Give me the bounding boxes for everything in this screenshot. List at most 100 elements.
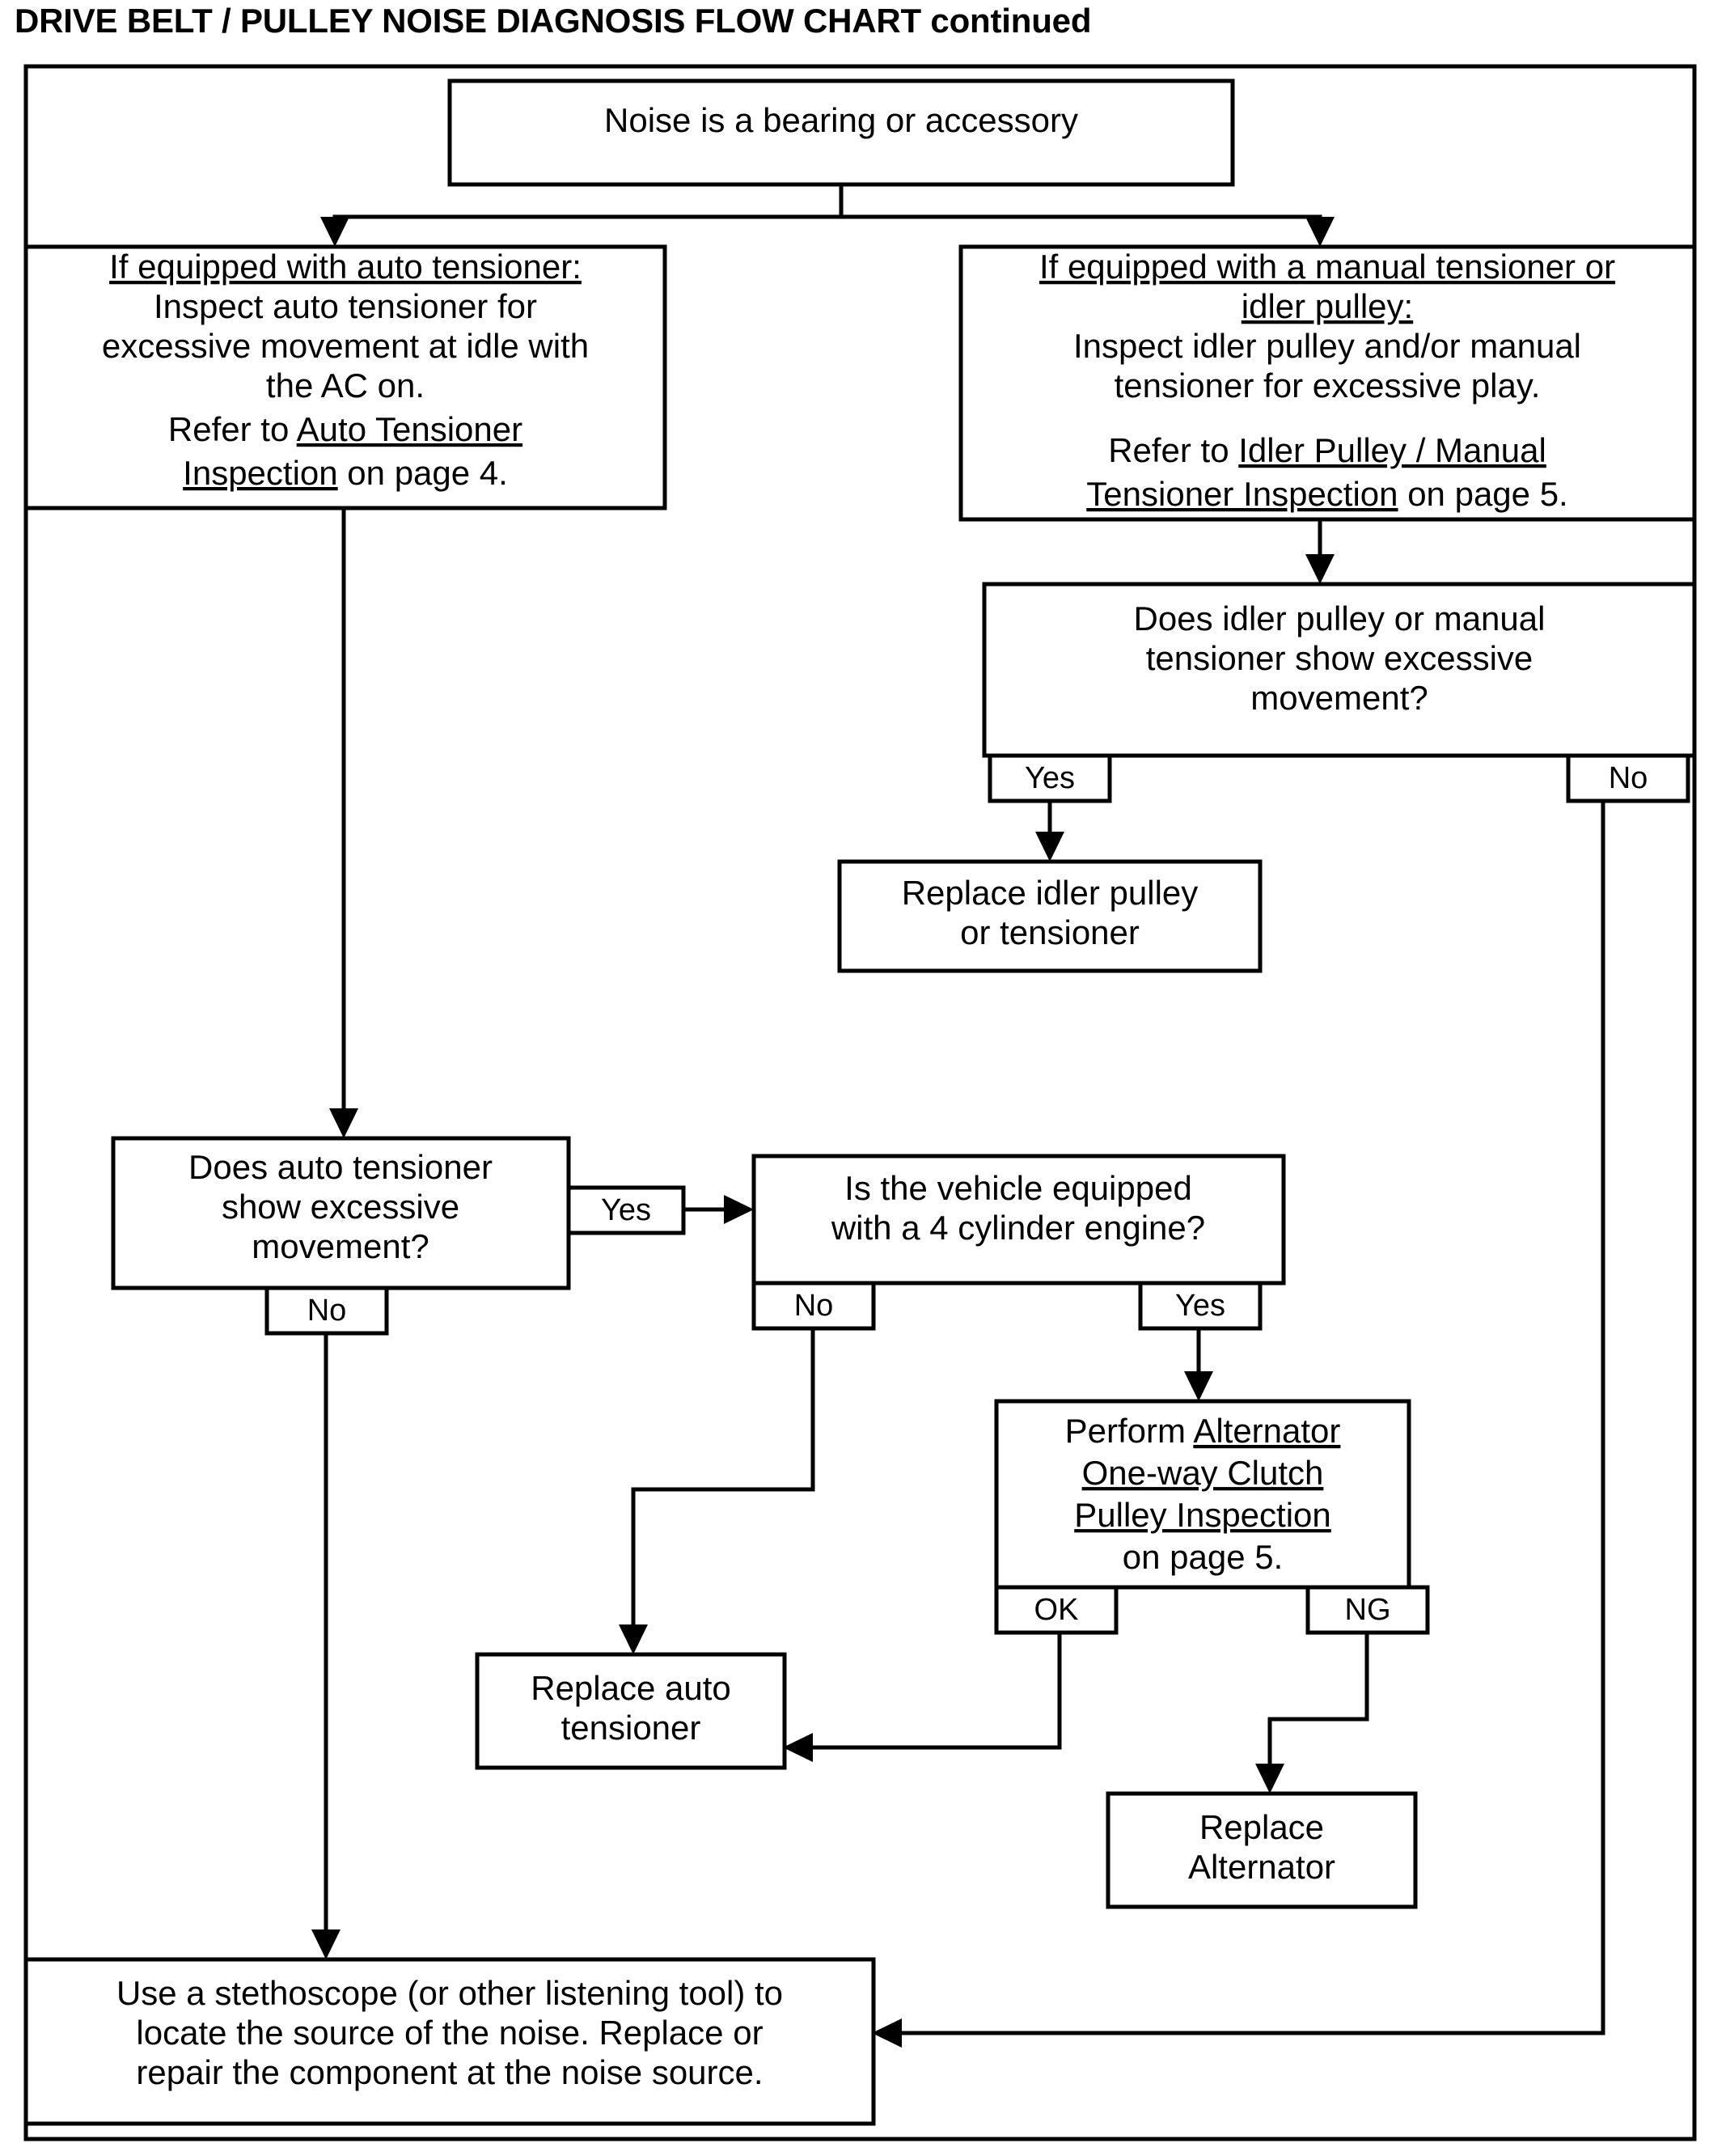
node-alternator-inspection[interactable]: Perform Alternator One-way Clutch Pulley… bbox=[994, 1399, 1411, 1590]
branch-label-cylinder-no[interactable]: No bbox=[751, 1281, 876, 1331]
branch-label-cylinder-no-text: No bbox=[794, 1289, 834, 1323]
arrowhead-cylinder-no bbox=[619, 1624, 648, 1654]
manual-tensioner-link-part2: Tensioner Inspection bbox=[1086, 475, 1398, 513]
node-stethoscope-line3: repair the component at the noise source… bbox=[136, 2053, 763, 2091]
arrowhead-auto-no bbox=[311, 1929, 341, 1959]
branch-label-idler-no-box[interactable] bbox=[1566, 753, 1690, 803]
arrowhead-alternator-ng bbox=[1255, 1764, 1284, 1794]
node-manual-tensioner-branch[interactable]: If equipped with a manual tensioner or i… bbox=[958, 244, 1697, 522]
auto-tensioner-link-part2: Inspection bbox=[183, 454, 337, 492]
branch-label-auto-yes[interactable]: Yes bbox=[566, 1185, 686, 1235]
node-replace-alternator-line2: Alternator bbox=[1188, 1848, 1335, 1886]
node-replace-alternator[interactable]: Replace Alternator bbox=[1106, 1791, 1418, 1909]
node-auto-tensioner-line2: Inspect auto tensioner for bbox=[154, 287, 537, 325]
node-cylinder-decision-line2: with a 4 cylinder engine? bbox=[831, 1209, 1205, 1247]
node-replace-idler-line1: Replace idler pulley bbox=[902, 874, 1199, 912]
node-replace-auto-tensioner-line2: tensioner bbox=[561, 1709, 701, 1747]
node-idler-decision-line2: tensioner show excessive bbox=[1146, 639, 1533, 677]
auto-tensioner-link-part1: Auto Tensioner bbox=[297, 410, 522, 448]
node-stethoscope-box[interactable] bbox=[23, 1957, 876, 2126]
node-replace-idler-line2: or tensioner bbox=[960, 913, 1140, 951]
arrowhead-auto-to-auto-decision bbox=[329, 1108, 358, 1138]
branch-label-cylinder-yes[interactable]: Yes bbox=[1138, 1281, 1263, 1331]
node-cylinder-decision-box[interactable] bbox=[751, 1154, 1286, 1286]
manual-tensioner-page-ref: on page 5. bbox=[1398, 475, 1568, 513]
node-idler-decision-line3: movement? bbox=[1250, 679, 1428, 717]
arrowhead-idler-no bbox=[872, 2018, 902, 2048]
branch-label-auto-yes-box[interactable] bbox=[566, 1185, 686, 1235]
arrowhead-manual-to-idler-decision bbox=[1305, 554, 1335, 584]
node-auto-tensioner-line3: excessive movement at idle with bbox=[102, 327, 589, 365]
node-idler-decision-box[interactable] bbox=[982, 582, 1697, 758]
node-manual-tensioner-line5: Refer to Idler Pulley / Manual bbox=[1108, 431, 1546, 469]
branch-label-alternator-ng[interactable]: NG bbox=[1305, 1585, 1430, 1635]
branch-label-idler-yes-box[interactable] bbox=[988, 753, 1112, 803]
node-start-box[interactable] bbox=[447, 78, 1235, 187]
connector-start-to-manual bbox=[841, 214, 1322, 229]
branch-label-cylinder-no-box[interactable] bbox=[751, 1281, 876, 1331]
node-stethoscope-line1: Use a stethoscope (or other listening to… bbox=[116, 1974, 783, 2012]
auto-tensioner-page-ref: on page 4. bbox=[338, 454, 508, 492]
branch-label-alternator-ok-text: OK bbox=[1034, 1593, 1079, 1627]
arrowhead-start-to-manual bbox=[1305, 217, 1335, 247]
node-replace-auto-tensioner-box[interactable] bbox=[475, 1652, 787, 1770]
node-auto-decision-line2: show excessive bbox=[222, 1188, 459, 1226]
connector-start-to-auto bbox=[332, 184, 844, 229]
node-replace-auto-tensioner[interactable]: Replace auto tensioner bbox=[475, 1652, 787, 1770]
node-auto-decision-line1: Does auto tensioner bbox=[188, 1148, 493, 1186]
branch-label-cylinder-yes-box[interactable] bbox=[1138, 1281, 1263, 1331]
node-idler-decision[interactable]: Does idler pulley or manual tensioner sh… bbox=[982, 582, 1697, 758]
node-auto-tensioner-line6: Inspection on page 4. bbox=[183, 454, 508, 492]
node-alternator-inspection-line2: One-way Clutch bbox=[1082, 1454, 1324, 1492]
node-auto-tensioner-line4: the AC on. bbox=[266, 366, 425, 405]
branch-label-cylinder-yes-text: Yes bbox=[1175, 1289, 1225, 1323]
arrowhead-auto-yes bbox=[724, 1195, 754, 1224]
node-replace-idler-box[interactable] bbox=[837, 859, 1263, 973]
node-alternator-inspection-line1: Perform Alternator bbox=[1065, 1412, 1341, 1450]
branch-label-alternator-ok-box[interactable] bbox=[994, 1585, 1119, 1635]
node-alternator-inspection-line3: Pulley Inspection bbox=[1074, 1496, 1331, 1534]
node-manual-tensioner-box[interactable] bbox=[958, 244, 1697, 522]
node-manual-tensioner-line4: tensioner for excessive play. bbox=[1115, 366, 1541, 405]
manual-tensioner-refer-prefix: Refer to bbox=[1108, 431, 1238, 469]
connector-alternator-ng bbox=[1267, 1633, 1369, 1776]
node-idler-decision-line1: Does idler pulley or manual bbox=[1134, 599, 1546, 637]
node-auto-tensioner-line5: Refer to Auto Tensioner bbox=[168, 410, 522, 448]
branch-label-auto-no-text: No bbox=[307, 1294, 347, 1328]
arrowhead-start-to-auto bbox=[320, 217, 349, 247]
branch-label-idler-no-text: No bbox=[1609, 761, 1648, 795]
node-alternator-inspection-box[interactable] bbox=[994, 1399, 1411, 1590]
node-cylinder-decision-line1: Is the vehicle equipped bbox=[844, 1169, 1192, 1207]
node-start[interactable]: Noise is a bearing or accessory bbox=[447, 78, 1235, 187]
node-stethoscope-line2: locate the source of the noise. Replace … bbox=[136, 2014, 763, 2052]
branch-label-auto-no-box[interactable] bbox=[264, 1286, 389, 1336]
node-auto-tensioner-branch[interactable]: If equipped with auto tensioner: Inspect… bbox=[23, 244, 667, 510]
branch-label-auto-yes-text: Yes bbox=[601, 1193, 651, 1227]
branch-label-idler-yes[interactable]: Yes bbox=[988, 753, 1112, 803]
branch-label-idler-no[interactable]: No bbox=[1566, 753, 1690, 803]
node-stethoscope[interactable]: Use a stethoscope (or other listening to… bbox=[23, 1957, 876, 2126]
page-frame bbox=[23, 64, 1697, 2141]
node-replace-auto-tensioner-line1: Replace auto bbox=[531, 1669, 731, 1707]
connector-alternator-ok bbox=[801, 1633, 1062, 1750]
arrowhead-alternator-ok bbox=[783, 1733, 813, 1762]
branch-label-idler-yes-text: Yes bbox=[1025, 761, 1075, 795]
auto-tensioner-refer-prefix: Refer to bbox=[168, 410, 297, 448]
alternator-perform-prefix: Perform bbox=[1065, 1412, 1194, 1450]
branch-label-alternator-ok[interactable]: OK bbox=[994, 1585, 1119, 1635]
node-manual-tensioner-line3: Inspect idler pulley and/or manual bbox=[1073, 327, 1581, 365]
connector-idler-no bbox=[890, 801, 1605, 2035]
page-title: DRIVE BELT / PULLEY NOISE DIAGNOSIS FLOW… bbox=[15, 2, 1092, 40]
node-replace-idler[interactable]: Replace idler pulley or tensioner bbox=[837, 859, 1263, 973]
branch-label-auto-no[interactable]: No bbox=[264, 1286, 389, 1336]
node-manual-tensioner-line6: Tensioner Inspection on page 5. bbox=[1086, 475, 1567, 513]
branch-label-alternator-ng-box[interactable] bbox=[1305, 1585, 1430, 1635]
node-replace-alternator-box[interactable] bbox=[1106, 1791, 1418, 1909]
node-auto-decision[interactable]: Does auto tensioner show excessive movem… bbox=[111, 1136, 571, 1290]
arrowhead-idler-yes bbox=[1035, 832, 1064, 862]
node-auto-tensioner-box[interactable] bbox=[23, 244, 667, 510]
node-cylinder-decision[interactable]: Is the vehicle equipped with a 4 cylinde… bbox=[751, 1154, 1286, 1286]
node-manual-tensioner-line1: If equipped with a manual tensioner or bbox=[1039, 248, 1615, 286]
node-auto-decision-line3: movement? bbox=[252, 1227, 429, 1265]
